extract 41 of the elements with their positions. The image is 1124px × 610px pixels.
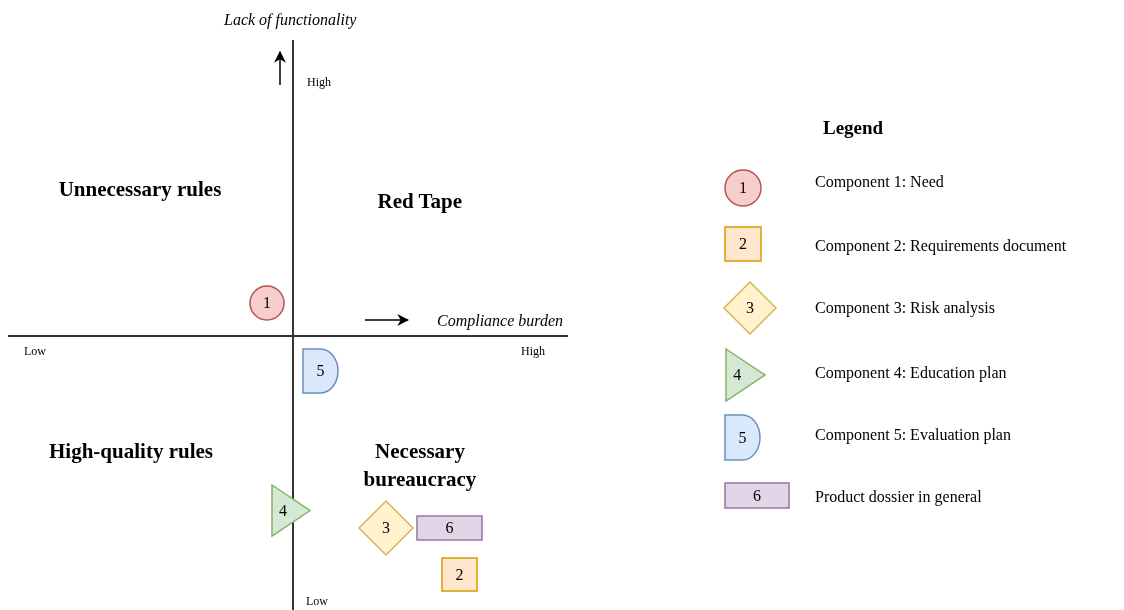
marker-number: 2 — [455, 566, 464, 583]
axis-title: Compliance burden — [437, 311, 564, 331]
quadrant-label: High-quality rules — [48, 438, 214, 465]
quadrant-label: Unnecessary rules — [57, 176, 223, 203]
marker-number: 4 — [733, 367, 742, 383]
legend-text: Component 5: Evaluation plan — [815, 426, 1011, 444]
diamond-marker — [723, 281, 777, 335]
triangle-marker — [725, 348, 766, 402]
marker-number: 2 — [739, 236, 747, 252]
half-round-marker — [724, 414, 761, 461]
circle-marker — [724, 169, 762, 207]
axis-tick-label: High — [307, 75, 331, 90]
diamond-marker — [358, 500, 414, 556]
marker-number: 5 — [738, 429, 747, 446]
triangle-marker — [271, 484, 311, 537]
axis-tick-label: Low — [24, 344, 46, 359]
legend-text: Product dossier in general — [815, 488, 982, 506]
marker-number: 3 — [382, 520, 390, 536]
quadrant-label: Red Tape — [377, 189, 463, 215]
legend-text: Component 2: Requirements document — [815, 237, 1067, 255]
rectangle-marker — [441, 557, 478, 592]
marker-number: 1 — [263, 295, 271, 311]
marker-number: 6 — [445, 520, 454, 536]
half-round-marker — [302, 348, 339, 394]
circle-marker — [249, 285, 285, 321]
legend-text: Component 1: Need — [815, 173, 944, 191]
legend-text: Component 4: Education plan — [815, 364, 1007, 382]
legend-title: Legend — [823, 117, 884, 140]
rectangle-marker — [416, 515, 483, 541]
marker-number: 5 — [316, 363, 325, 379]
axis-title: Lack of functionality — [224, 10, 357, 30]
axis-tick-label: Low — [306, 594, 328, 609]
axis-tick-label: High — [521, 344, 545, 359]
marker-number: 6 — [753, 487, 761, 504]
marker-number: 3 — [746, 300, 754, 316]
marker-number: 4 — [279, 502, 287, 519]
marker-number: 1 — [739, 180, 747, 196]
rectangle-marker — [724, 482, 790, 509]
legend-text: Component 3: Risk analysis — [815, 299, 995, 317]
rectangle-marker — [724, 226, 762, 262]
quadrant-label: Necessary bureaucracy — [362, 438, 478, 494]
